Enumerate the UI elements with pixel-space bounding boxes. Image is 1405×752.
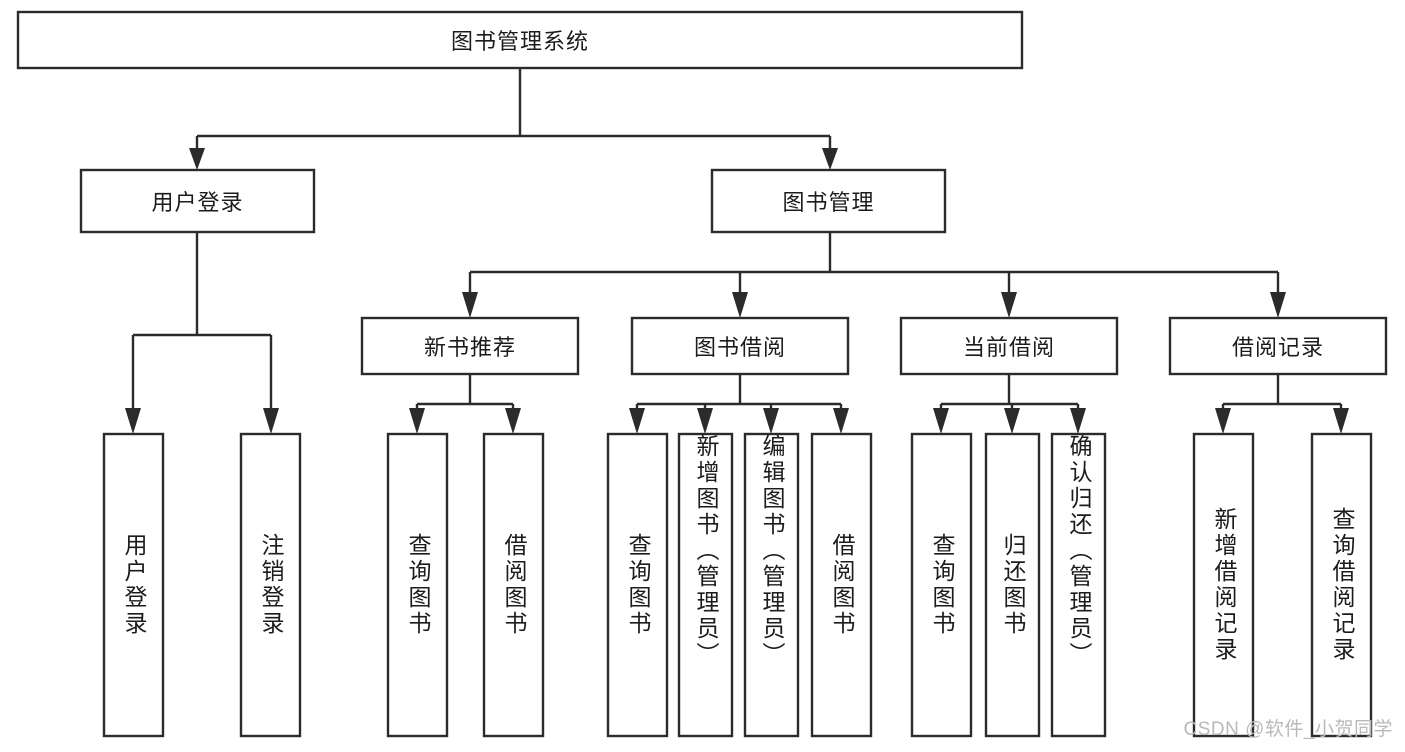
node-box-leaf-add-book[interactable]	[677, 432, 734, 738]
node-box-leaf-borrow-book-2[interactable]	[810, 432, 873, 738]
arrow-head-current-borrow	[1001, 292, 1017, 318]
node-box-leaf-confirm-return[interactable]	[1050, 432, 1107, 738]
node-box-book-borrow[interactable]	[630, 316, 850, 376]
node-box-root[interactable]	[16, 10, 1024, 70]
arrow-head-leaf-borrow-book-1	[505, 408, 521, 434]
arrow-head-leaf-return-book	[1004, 408, 1020, 434]
node-box-new-book-rec[interactable]	[360, 316, 580, 376]
node-box-book-manage[interactable]	[710, 168, 947, 234]
node-box-current-borrow[interactable]	[899, 316, 1119, 376]
node-box-borrow-record[interactable]	[1168, 316, 1388, 376]
node-box-leaf-query-record[interactable]	[1310, 432, 1373, 738]
node-box-leaf-user-login[interactable]	[102, 432, 165, 738]
arrow-head-leaf-user-logout	[263, 408, 279, 434]
arrow-head-leaf-query-record	[1333, 408, 1349, 434]
arrow-head-leaf-confirm-return	[1070, 408, 1086, 434]
connector-group-root	[189, 68, 838, 170]
node-box-leaf-borrow-book-1[interactable]	[482, 432, 545, 738]
node-box-user-login[interactable]	[79, 168, 316, 234]
arrow-head-leaf-add-book	[697, 408, 713, 434]
connector-group-current-borrow	[933, 374, 1086, 434]
node-box-leaf-query-book-1[interactable]	[386, 432, 449, 738]
arrow-head-book-manage	[822, 148, 838, 170]
node-box-leaf-return-book[interactable]	[984, 432, 1041, 738]
node-box-leaf-edit-book[interactable]	[743, 432, 800, 738]
arrow-head-book-borrow	[732, 292, 748, 318]
arrow-head-leaf-query-book-3	[933, 408, 949, 434]
node-box-leaf-user-logout[interactable]	[239, 432, 302, 738]
arrow-head-user-login	[189, 148, 205, 170]
connector-group-book-manage	[462, 232, 1286, 318]
node-box-leaf-add-record[interactable]	[1192, 432, 1255, 738]
node-box-leaf-query-book-2[interactable]	[606, 432, 669, 738]
arrow-head-leaf-edit-book	[763, 408, 779, 434]
connector-group-new-book-rec	[409, 374, 521, 434]
arrow-head-leaf-query-book-1	[409, 408, 425, 434]
connector-group-book-borrow	[629, 374, 849, 434]
watermark-text: CSDN @软件_小贺同学	[1183, 719, 1393, 740]
arrow-head-leaf-add-record	[1215, 408, 1231, 434]
arrow-head-leaf-borrow-book-2	[833, 408, 849, 434]
arrow-head-new-book-rec	[462, 292, 478, 318]
arrow-head-borrow-record	[1270, 292, 1286, 318]
connector-group-user-login	[125, 232, 279, 434]
arrow-head-leaf-user-login	[125, 408, 141, 434]
connector-group-borrow-record	[1215, 374, 1349, 434]
arrow-head-leaf-query-book-2	[629, 408, 645, 434]
node-box-leaf-query-book-3[interactable]	[910, 432, 973, 738]
